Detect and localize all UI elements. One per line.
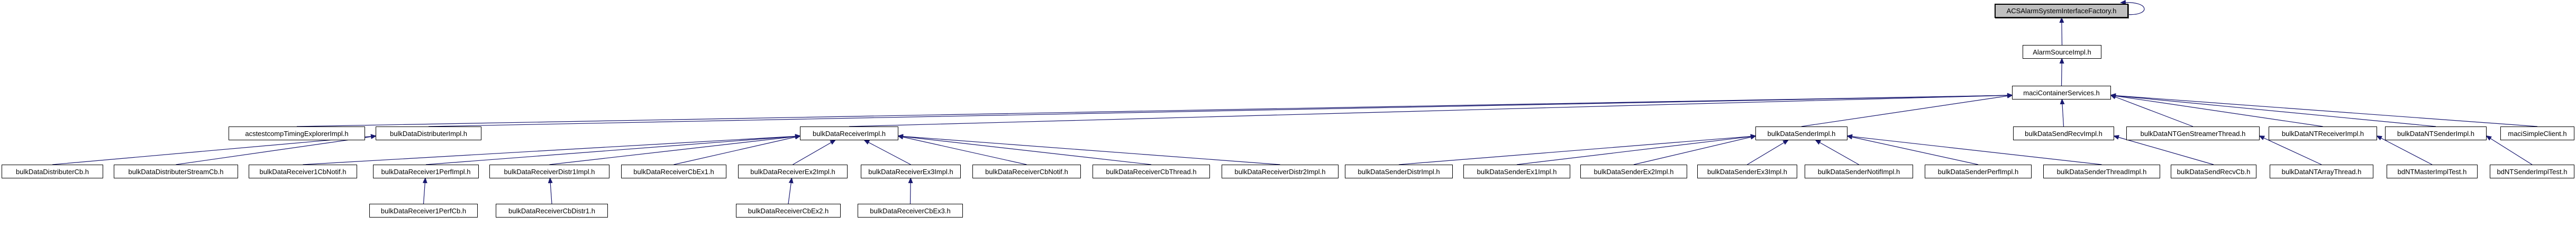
edge-f26-f6 bbox=[1747, 139, 1789, 165]
graph-node-bulkDataReceiverCbEx1-h[interactable]: bulkDataReceiverCbEx1.h bbox=[621, 165, 726, 178]
edge-f3-f2 bbox=[296, 93, 2013, 127]
graph-node-bulkDataReceiver1PerfCb-h[interactable]: bulkDataReceiver1PerfCb.h bbox=[369, 204, 478, 218]
edge-f17-f5 bbox=[673, 134, 801, 165]
edge-f12-f4 bbox=[52, 134, 377, 165]
graph-node-bulkDataSenderNotifImpl-h[interactable]: bulkDataSenderNotifImpl.h bbox=[1805, 165, 1913, 178]
edge-f13-f4 bbox=[176, 134, 377, 165]
graph-node-maciSimpleClient-h[interactable]: maciSimpleClient.h bbox=[2500, 126, 2574, 140]
graph-node-bulkDataDistributerCb-h[interactable]: bulkDataDistributerCb.h bbox=[2, 165, 103, 178]
edge-f21-f5 bbox=[897, 134, 1152, 165]
graph-node-bulkDataReceiverCbThread-h[interactable]: bulkDataReceiverCbThread.h bbox=[1093, 165, 1210, 178]
edge-f34-f15 bbox=[422, 177, 427, 204]
graph-node-bulkDataSenderImpl-h[interactable]: bulkDataSenderImpl.h bbox=[1755, 126, 1847, 140]
graph-node-bulkDataDistributerImpl-h[interactable]: bulkDataDistributerImpl.h bbox=[376, 126, 481, 140]
edge-f5-f2 bbox=[849, 93, 2013, 127]
edge-f19-f5 bbox=[863, 140, 911, 165]
graph-node-bulkDataNTReceiverImpl-h[interactable]: bulkDataNTReceiverImpl.h bbox=[2269, 126, 2377, 140]
edge-f7-f2 bbox=[2060, 98, 2065, 127]
graph-node-bulkDataReceiverEx3Impl-h[interactable]: bulkDataReceiverEx3Impl.h bbox=[861, 165, 961, 178]
edge-f24-f6 bbox=[1516, 134, 1756, 165]
edge-f28-f6 bbox=[1846, 134, 1979, 165]
graph-node-bulkDataNTGenStreamerThread-h[interactable]: bulkDataNTGenStreamerThread.h bbox=[2126, 126, 2260, 140]
edge-f20-f5 bbox=[897, 134, 1027, 165]
graph-node-bulkDataDistributerStreamCb-h[interactable]: bulkDataDistributerStreamCb.h bbox=[114, 165, 238, 178]
graph-node-bulkDataNTArrayThread-h[interactable]: bulkDataNTArrayThread.h bbox=[2270, 165, 2373, 178]
edge-f11-f2 bbox=[2110, 93, 2538, 127]
edge-f15-f5 bbox=[425, 134, 801, 165]
graph-node-bulkDataReceiverCbEx2-h[interactable]: bulkDataReceiverCbEx2.h bbox=[736, 204, 841, 218]
graph-node-bulkDataReceiver1CbNotif-h[interactable]: bulkDataReceiver1CbNotif.h bbox=[249, 165, 357, 178]
graph-node-bdNTSenderImplTest-h[interactable]: bdNTSenderImplTest.h bbox=[2490, 165, 2574, 178]
edge-f23-f6 bbox=[1398, 134, 1756, 165]
graph-node-bulkDataReceiver1PerfImpl-h[interactable]: bulkDataReceiver1PerfImpl.h bbox=[373, 165, 479, 178]
graph-node-bulkDataReceiverCbNotif-h[interactable]: bulkDataReceiverCbNotif.h bbox=[972, 165, 1081, 178]
graph-node-bulkDataReceiverDistr2Impl-h[interactable]: bulkDataReceiverDistr2Impl.h bbox=[1222, 165, 1339, 178]
edge-f18-f5 bbox=[793, 140, 836, 165]
graph-node-bulkDataReceiverCbEx3-h[interactable]: bulkDataReceiverCbEx3.h bbox=[858, 204, 963, 218]
graph-node-bulkDataSenderDistrImpl-h[interactable]: bulkDataSenderDistrImpl.h bbox=[1345, 165, 1453, 178]
graph-node-AlarmSourceImpl-h[interactable]: AlarmSourceImpl.h bbox=[2023, 45, 2101, 59]
graph-node-bulkDataReceiverEx2Impl-h[interactable]: bulkDataReceiverEx2Impl.h bbox=[738, 165, 848, 178]
edge-f14-f5 bbox=[303, 134, 801, 165]
edge-f16-f5 bbox=[549, 134, 801, 165]
graph-node-bulkDataSenderEx3Impl-h[interactable]: bulkDataSenderEx3Impl.h bbox=[1697, 165, 1797, 178]
edge-f9-f2 bbox=[2110, 93, 2323, 127]
graph-node-acstestcompTimingExplorerImpl-h[interactable]: acstestcompTimingExplorerImpl.h bbox=[229, 126, 365, 140]
edge-f6-f2 bbox=[1801, 93, 2013, 127]
graph-node-bulkDataSenderPerfImpl-h[interactable]: bulkDataSenderPerfImpl.h bbox=[1925, 165, 2032, 178]
edge-f22-f5 bbox=[897, 134, 1280, 165]
graph-node-bulkDataReceiverDistr1Impl-h[interactable]: bulkDataReceiverDistr1Impl.h bbox=[489, 165, 609, 178]
graph-node-bulkDataSenderThreadImpl-h[interactable]: bulkDataSenderThreadImpl.h bbox=[2043, 165, 2160, 178]
edge-f10-f2 bbox=[2110, 93, 2436, 127]
graph-node-maciContainerServices-h[interactable]: maciContainerServices.h bbox=[2012, 86, 2111, 100]
edge-f4-f2 bbox=[428, 93, 2013, 127]
graph-node-bulkDataSenderEx1Impl-h[interactable]: bulkDataSenderEx1Impl.h bbox=[1463, 165, 1570, 178]
graph-node-ACSAlarmSystemInterfaceFactory-h[interactable]: ACSAlarmSystemInterfaceFactory.h bbox=[1995, 4, 2128, 18]
graph-node-bulkDataSendRecvImpl-h[interactable]: bulkDataSendRecvImpl.h bbox=[2013, 126, 2114, 140]
edge-f32-f9 bbox=[2376, 135, 2433, 165]
edge-f36-f18 bbox=[788, 177, 794, 204]
graph-node-bulkDataSendRecvCb-h[interactable]: bulkDataSendRecvCb.h bbox=[2171, 165, 2256, 178]
edge-f29-f6 bbox=[1846, 134, 2102, 165]
graph-node-bdNTMasterImplTest-h[interactable]: bdNTMasterImplTest.h bbox=[2387, 165, 2478, 178]
edge-f31-f8 bbox=[2259, 135, 2322, 165]
graph-node-bulkDataReceiverCbDistr1-h[interactable]: bulkDataReceiverCbDistr1.h bbox=[496, 204, 608, 218]
edge-f8-f2 bbox=[2110, 94, 2193, 127]
edge-f25-f6 bbox=[1633, 134, 1756, 165]
graph-node-bulkDataNTSenderImpl-h[interactable]: bulkDataNTSenderImpl.h bbox=[2385, 126, 2487, 140]
edge-f33-f10 bbox=[2486, 135, 2533, 165]
edge-f30-f7 bbox=[2113, 135, 2214, 165]
graph-node-bulkDataReceiverImpl-h[interactable]: bulkDataReceiverImpl.h bbox=[800, 126, 898, 140]
edge-f27-f6 bbox=[1815, 140, 1859, 165]
edge-f35-f16 bbox=[548, 177, 553, 204]
graph-node-bulkDataSenderEx2Impl-h[interactable]: bulkDataSenderEx2Impl.h bbox=[1580, 165, 1687, 178]
